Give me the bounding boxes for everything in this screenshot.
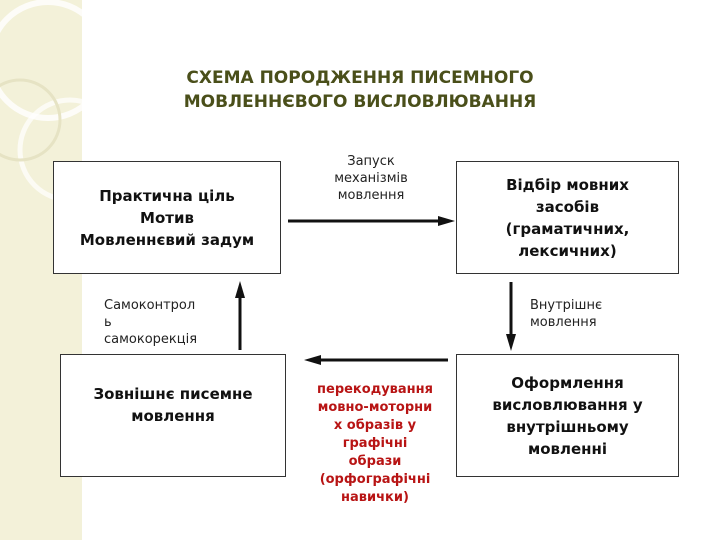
box-text-line: мовлення [131, 407, 215, 425]
box-practical-goal: Практична ціль Мотив Мовленнєвий задум [53, 161, 281, 274]
label-recoding: перекодування мовно-моторни х образів у … [300, 381, 450, 507]
arrow-recoding [304, 355, 448, 365]
arrow-self-control [235, 281, 245, 350]
box-text-line: (граматичних, [505, 219, 630, 238]
box-text-line: Практична ціль [99, 186, 235, 205]
title-line-2: МОВЛЕННЄВОГО ВИСЛОВЛЮВАННЯ [183, 92, 537, 112]
label-line: (орфографічні [319, 472, 431, 487]
arrow-launch [288, 216, 455, 226]
label-line: образи [348, 454, 402, 469]
label-line: Внутрішнє [530, 298, 603, 313]
label-line: механізмів [334, 171, 408, 186]
label-line: графічні [342, 436, 408, 451]
box-external-written-speech: Зовнішнє писемне мовлення [60, 354, 286, 477]
label-line: х образів у [333, 418, 417, 433]
label-line: Запуск [347, 154, 395, 169]
arrow-inner-speech [506, 282, 516, 351]
box-text-line: Мотив [140, 208, 194, 227]
label-self-control: Самоконтрол ь самокорекція [104, 297, 224, 348]
label-line: мовно-моторни [317, 400, 433, 415]
label-line: перекодування [317, 382, 433, 397]
box-text-line: Відбір мовних [506, 175, 629, 194]
box-text-line: внутрішньому [506, 417, 629, 436]
box-text-line: висловлювання у [492, 395, 643, 414]
diagram-title: СХЕМА ПОРОДЖЕННЯ ПИСЕМНОГО МОВЛЕННЄВОГО … [60, 66, 660, 114]
box-text-line: Мовленнєвий задум [79, 230, 255, 249]
title-line-1: СХЕМА ПОРОДЖЕННЯ ПИСЕМНОГО [186, 68, 534, 88]
label-launch-mechanisms: Запуск механізмів мовлення [316, 153, 426, 204]
label-line: мовлення [337, 188, 405, 203]
label-line: навички) [341, 490, 409, 505]
label-line: Самоконтрол [104, 298, 196, 313]
label-line: самокорекція [104, 332, 198, 347]
box-text-line: Оформлення [511, 373, 624, 392]
label-inner-speech: Внутрішнє мовлення [530, 297, 640, 331]
label-line: ь [104, 315, 112, 330]
box-text-line: лексичних) [518, 241, 617, 260]
box-formulation-inner-speech: Оформлення висловлювання у внутрішньому … [456, 354, 679, 477]
box-text-line: Зовнішнє писемне [93, 385, 253, 403]
label-line: мовлення [530, 315, 597, 330]
box-text-line: мовленні [527, 439, 608, 458]
box-text-line: засобів [535, 197, 600, 216]
box-selection-of-means: Відбір мовних засобів (граматичних, лекс… [456, 161, 679, 274]
